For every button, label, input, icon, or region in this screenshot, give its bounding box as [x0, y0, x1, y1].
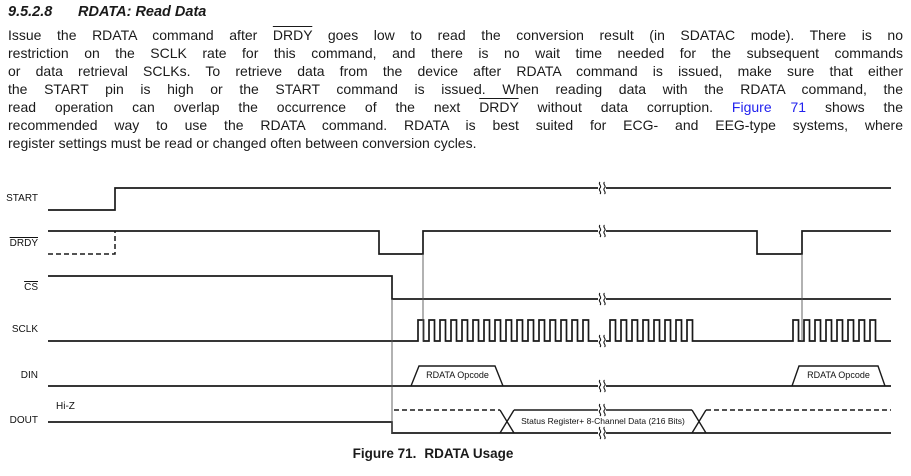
- din-opcode1-label: RDATA Opcode: [426, 370, 489, 380]
- drdy-dashed-prior: [48, 231, 116, 255]
- paragraph-line: or data retrieval SCLKs. To retrieve dat…: [8, 63, 903, 79]
- paragraph-line: read operation can overlap the occurrenc…: [8, 99, 903, 115]
- start-waveform: [48, 187, 891, 211]
- section-title: RDATA: Read Data: [78, 4, 207, 20]
- paragraph-line: recommended way to use the RDATA command…: [8, 117, 903, 133]
- paragraph-line: restriction on the SCLK rate for this co…: [8, 45, 903, 61]
- signal-label-dout: DOUT: [9, 415, 38, 426]
- sclk-waveform: [48, 319, 891, 342]
- din-opcode2-label: RDATA Opcode: [807, 370, 870, 380]
- paragraph-line: the START pin is high or the START comma…: [8, 81, 903, 97]
- body-paragraph: Issue the RDATA command after DRDY goes …: [8, 26, 903, 152]
- signal-label-din: DIN: [20, 370, 38, 381]
- signal-label-sclk: SCLK: [11, 324, 38, 335]
- hiz-label: Hi-Z: [56, 401, 75, 412]
- figure-caption: Figure 71. RDATA Usage: [0, 446, 866, 461]
- signal-label-drdy: DRDY: [9, 238, 38, 249]
- figure-caption-title: RDATA Usage: [424, 446, 514, 461]
- section-heading: 9.5.2.8 RDATA: Read Data: [8, 4, 206, 20]
- dout-waveform: [48, 421, 891, 434]
- signal-label-cs: CS: [24, 282, 38, 293]
- paragraph-line: Issue the RDATA command after DRDY goes …: [8, 27, 903, 43]
- figure-71-link[interactable]: Figure 71: [731, 99, 807, 115]
- dout-bus-label: Status Register+ 8-Channel Data (216 Bit…: [521, 416, 685, 426]
- section-number: 9.5.2.8: [8, 4, 53, 20]
- figure-caption-number: Figure 71.: [352, 446, 417, 461]
- paragraph-line: register settings must be read or change…: [8, 135, 477, 151]
- signal-label-start: START: [6, 193, 38, 204]
- cs-waveform: [48, 275, 891, 300]
- drdy-waveform: [48, 230, 891, 255]
- drdy-overline-text: DRDY: [272, 27, 313, 43]
- time-break-marks: [598, 181, 606, 440]
- drdy-overline-text: DRDY: [479, 99, 519, 115]
